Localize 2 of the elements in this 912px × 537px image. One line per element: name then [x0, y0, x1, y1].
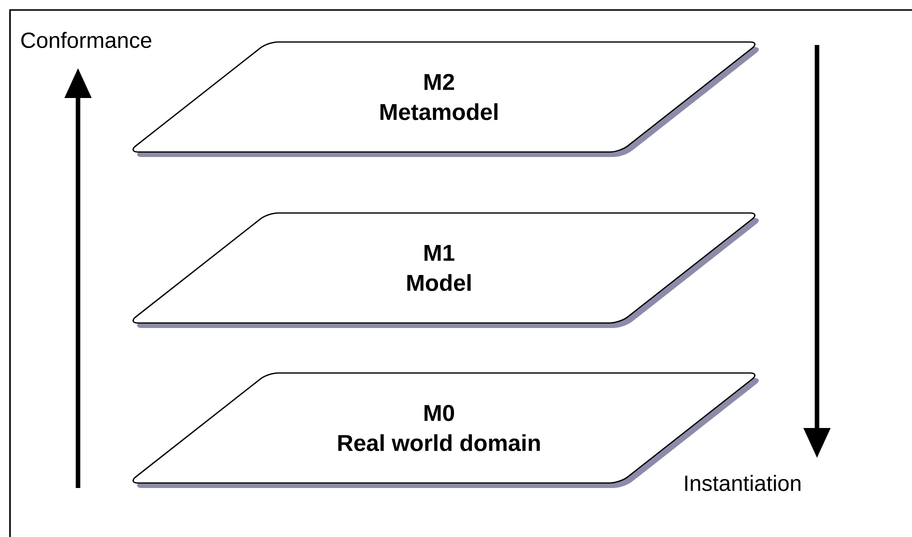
parallelogram-box: M1 Model: [132, 212, 759, 328]
axis-label: Instantiation: [685, 474, 800, 492]
